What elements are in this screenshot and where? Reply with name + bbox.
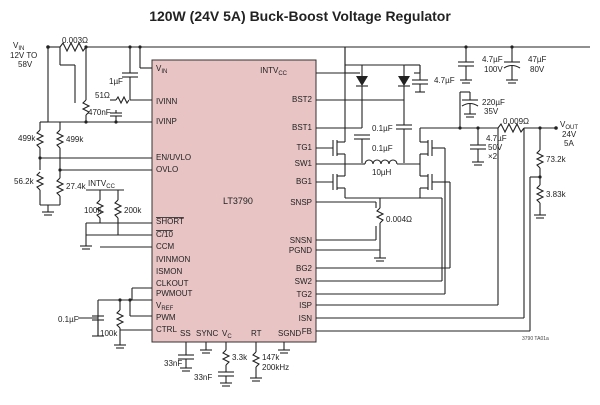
power-stage (316, 47, 498, 199)
pin-left-ismon: ISMON (156, 267, 182, 276)
r-ctrl-value: 100k (100, 329, 118, 338)
cap-in-rating: 100V (484, 65, 503, 74)
r-c10-pullup-value: 200k (124, 206, 142, 215)
pin-left-ctrl: CTRL (156, 325, 177, 334)
pin-left-ccm: CCM (156, 242, 175, 251)
cap-bulk-value: 47µF (528, 55, 547, 64)
figure-code: 3790 TA01a (522, 336, 549, 342)
pin-left-ovlo: OVLO (156, 165, 178, 174)
r-rt-value: 147k (262, 353, 280, 362)
intvcc-rail-label: INTVCC (88, 179, 116, 190)
cap-boost-2-value: 0.1µF (372, 144, 393, 153)
pin-right-sw2: SW2 (295, 277, 313, 286)
cap-in-value: 4.7µF (482, 55, 503, 64)
pin-right-tg1: TG1 (296, 143, 312, 152)
page-title: 120W (24V 5A) Buck-Boost Voltage Regulat… (149, 8, 451, 24)
uvlo-network (35, 121, 152, 216)
pin-left-enuvlo: EN/UVLO (156, 153, 191, 162)
cap-intvcc-value: 4.7µF (434, 76, 455, 85)
pin-intvcc: INTVCC (260, 66, 288, 77)
r-ovlo-top-value: 499k (66, 135, 84, 144)
pin-right-snsp: SNSP (290, 198, 312, 207)
status-pullups (80, 189, 152, 250)
cap-1u-value: 1µF (109, 77, 123, 86)
r-snsp-value: 0.004Ω (386, 215, 412, 224)
r-uvlo-bottom-value: 56.2k (14, 177, 35, 186)
vin-label: VIN (13, 41, 24, 52)
lt3790-chip (151, 59, 317, 343)
output-network (316, 122, 558, 332)
pin-right-pgnd: PGND (289, 246, 312, 255)
r-vc-value: 3.3k (232, 353, 248, 362)
pin-right-snsn: SNSN (290, 236, 312, 245)
pin-vc: VC (222, 329, 232, 340)
r-ovlo-bottom-value: 27.4k (66, 182, 87, 191)
pin-left-pwm: PWM (156, 313, 176, 322)
inductor-value: 10µH (372, 168, 392, 177)
vref-network (78, 287, 152, 349)
cap-out-value: 4.7µF (486, 134, 507, 143)
pin-right-isp: ISP (299, 301, 312, 310)
vout-voltage: 24V (562, 130, 577, 139)
pin-right-bst1: BST1 (292, 123, 313, 132)
pin-left-short: SHORT (156, 217, 184, 226)
pin-right-sw1: SW1 (295, 159, 313, 168)
pin-right-isn: ISN (299, 314, 313, 323)
pin-rt: RT (251, 329, 262, 338)
cap-470n-value: 470nF (88, 108, 111, 117)
pin-left-c10: C/10 (156, 230, 173, 239)
pin-right-bg1: BG1 (296, 177, 313, 186)
cap-bulk-rating: 80V (530, 65, 545, 74)
value-labels: VIN 12V TO 58V 0.003Ω 1µF 51Ω 470nF 4.7µ… (10, 36, 578, 382)
r-fb-top-value: 73.2k (546, 155, 567, 164)
sense-resistor (316, 198, 386, 262)
cap-ss-value: 33nF (164, 359, 182, 368)
r-51-value: 51Ω (95, 91, 110, 100)
pin-ss: SS (180, 329, 191, 338)
frequency-value: 200kHz (262, 363, 289, 372)
input-sense-value: 0.003Ω (62, 36, 88, 45)
output-sense-value: 0.009Ω (503, 117, 529, 126)
pin-right-bg2: BG2 (296, 264, 313, 273)
vout-label: VOUT (560, 120, 578, 131)
input-wiring (46, 41, 590, 124)
pin-sgnd: SGND (278, 329, 301, 338)
vin-range-2: 58V (18, 60, 33, 69)
pin-vin: VIN (156, 64, 167, 75)
pin-left-ivinp: IVINP (156, 117, 177, 126)
chip-name: LT3790 (223, 196, 253, 206)
cap-vref-value: 0.1µF (58, 315, 79, 324)
pin-vref: VREF (156, 301, 174, 312)
r-uvlo-top-value: 499k (18, 134, 36, 143)
pin-right-tg2: TG2 (296, 290, 312, 299)
bottom-components (178, 342, 290, 387)
r-fb-bottom-value: 3.83k (546, 190, 567, 199)
cap-220u-rating: 35V (484, 107, 499, 116)
vout-current: 5A (564, 139, 574, 148)
cap-out-rating: 50V (488, 143, 503, 152)
r-short-pullup-value: 100k (84, 206, 102, 215)
pin-left-ivinn: IVINN (156, 97, 178, 106)
cap-boost-1-value: 0.1µF (372, 124, 393, 133)
cap-220u-value: 220µF (482, 98, 505, 107)
pin-left-clkout: CLKOUT (156, 279, 189, 288)
pin-right-fb: FB (302, 327, 312, 336)
vin-range-1: 12V TO (10, 51, 37, 60)
pin-left-ivinmon: IVINMON (156, 255, 190, 264)
cap-out-count: ×2 (488, 152, 498, 161)
pin-right-bst2: BST2 (292, 95, 313, 104)
cap-vc-value: 33nF (194, 373, 212, 382)
pin-sync: SYNC (196, 329, 218, 338)
input-capacitors (458, 45, 521, 84)
pin-left-pwmout: PWMOUT (156, 289, 193, 298)
